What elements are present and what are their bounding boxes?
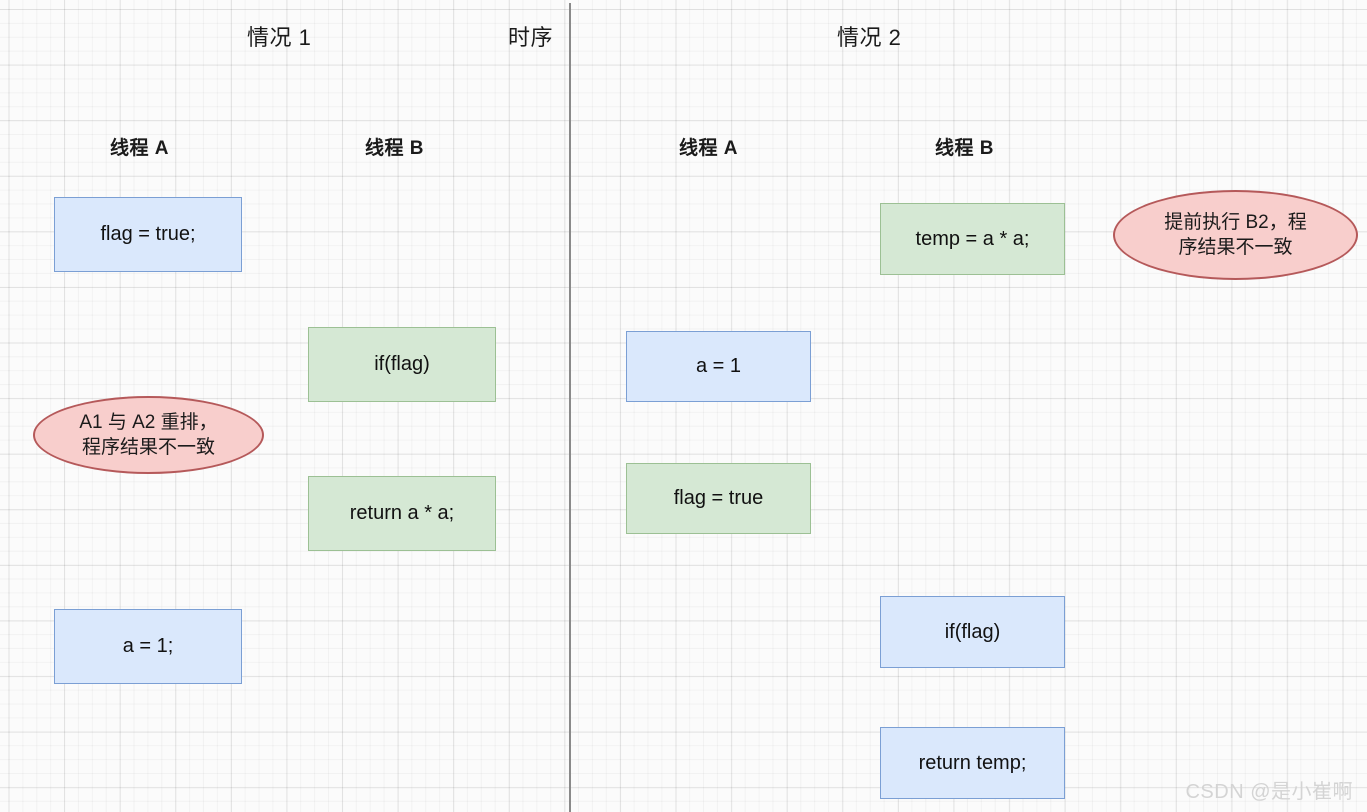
- case2-thread-b-step-3[interactable]: return temp;: [880, 727, 1065, 799]
- header-timing: 时序: [508, 25, 554, 50]
- case1-thread-a-step-1[interactable]: flag = true;: [54, 197, 242, 272]
- case1-thread-a-step-2[interactable]: a = 1;: [54, 609, 242, 684]
- case2-annotation-line-1: 提前执行 B2，程: [1164, 211, 1307, 233]
- case2-thread-b-step-2-label: if(flag): [944, 620, 1001, 643]
- case1-thread-a-step-2-label: a = 1;: [122, 635, 174, 657]
- column-label-case2-thread-b: 线程 B: [935, 138, 995, 159]
- case1-annotation-line-2: 程序结果不一致: [81, 437, 215, 458]
- case1-thread-b-step-1[interactable]: if(flag): [308, 327, 496, 402]
- case1-annotation-ellipse: A1 与 A2 重排， 程序结果不一致: [33, 396, 264, 474]
- case2-thread-a-step-2[interactable]: flag = true: [626, 463, 811, 534]
- case2-thread-a-step-2-label: flag = true: [673, 487, 764, 509]
- case2-thread-b-step-1-label: temp = a * a;: [915, 227, 1030, 250]
- case2-thread-a-step-1[interactable]: a = 1: [626, 331, 811, 402]
- case2-thread-b-step-3-label: return temp;: [918, 751, 1027, 774]
- case2-thread-b-step-2[interactable]: if(flag): [880, 596, 1065, 668]
- header-case-1: 情况 1: [247, 25, 312, 50]
- case2-annotation-ellipse: 提前执行 B2，程 序结果不一致: [1113, 190, 1358, 280]
- column-label-case1-thread-b: 线程 B: [365, 138, 425, 159]
- case1-thread-b-step-2[interactable]: return a * a;: [308, 476, 496, 551]
- case1-thread-a-step-1-label: flag = true;: [100, 223, 196, 245]
- case2-thread-a-step-1-label: a = 1: [695, 355, 742, 377]
- case1-annotation-line-1: A1 与 A2 重排，: [79, 411, 218, 433]
- case2-annotation-line-2: 序结果不一致: [1178, 237, 1293, 258]
- header-case-2: 情况 2: [837, 25, 902, 50]
- case1-thread-b-step-2-label: return a * a;: [349, 502, 455, 524]
- timing-divider-line: [569, 3, 571, 812]
- case2-thread-b-step-1[interactable]: temp = a * a;: [880, 203, 1065, 275]
- column-label-case2-thread-a: 线程 A: [679, 138, 739, 159]
- case1-thread-b-step-1-label: if(flag): [374, 353, 430, 375]
- csdn-watermark: CSDN @是小崔啊: [1185, 781, 1353, 803]
- column-label-case1-thread-a: 线程 A: [110, 138, 170, 159]
